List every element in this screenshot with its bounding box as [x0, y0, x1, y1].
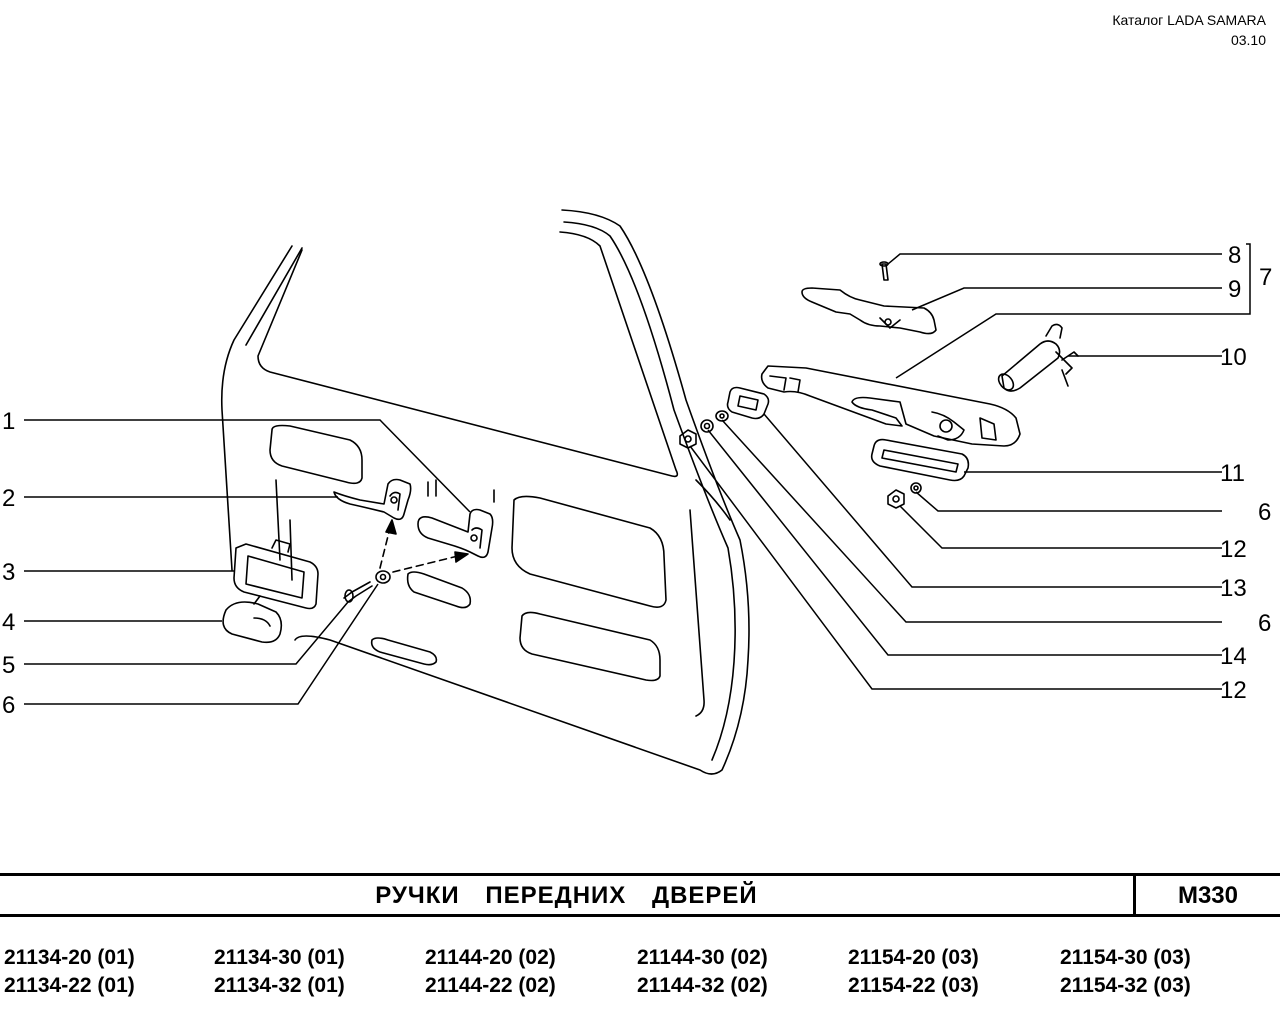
page-code: М330	[1177, 882, 1239, 909]
model-code: 21154-32 (03)	[1060, 974, 1191, 997]
model-code: 21134-30 (01)	[214, 946, 345, 969]
model-column: 21134-20 (01) 21134-22 (01)	[4, 944, 135, 1000]
model-column: 21154-20 (03) 21154-22 (03)	[848, 944, 979, 1000]
model-column: 21154-30 (03) 21154-32 (03)	[1060, 944, 1191, 1000]
model-code: 21134-20 (01)	[4, 946, 135, 969]
model-code: 21144-20 (02)	[425, 946, 556, 969]
model-code: 21154-20 (03)	[848, 946, 979, 969]
page-title: РУЧКИ ПЕРЕДНИХ ДВЕРЕЙ	[375, 882, 758, 909]
model-code: 21134-32 (01)	[214, 974, 345, 997]
callout-6-left: 6	[2, 692, 15, 719]
model-code: 21154-30 (03)	[1060, 946, 1191, 969]
footer-divider	[1133, 876, 1136, 914]
callout-5: 5	[2, 652, 15, 679]
callout-10: 10	[1220, 344, 1247, 371]
model-column: 21144-30 (02) 21144-32 (02)	[637, 944, 768, 1000]
model-code: 21144-32 (02)	[637, 974, 768, 997]
callout-6-r2: 6	[1258, 610, 1271, 637]
assembly-arrows	[379, 527, 459, 573]
washer-left	[375, 570, 391, 584]
callouts-right: 8 9 7 10 11 6 12 13 6 14 12	[1220, 242, 1272, 704]
model-code: 21134-22 (01)	[4, 974, 135, 997]
callout-2: 2	[2, 485, 15, 512]
gasket-large	[870, 438, 970, 482]
model-code: 21154-22 (03)	[848, 974, 979, 997]
outer-handle	[760, 365, 1021, 447]
callout-13: 13	[1220, 575, 1247, 602]
callout-7: 7	[1259, 264, 1272, 291]
callout-6-r1: 6	[1258, 499, 1271, 526]
lever	[801, 287, 937, 335]
footer-bar: РУЧКИ ПЕРЕДНИХ ДВЕРЕЙ М330	[0, 873, 1280, 917]
model-column: 21134-30 (01) 21134-32 (01)	[214, 944, 345, 1000]
handle-frame	[233, 539, 319, 610]
callout-1: 1	[2, 408, 15, 435]
callout-3: 3	[2, 559, 15, 586]
lock-cylinder	[997, 323, 1079, 392]
inner-handle-left	[333, 478, 412, 521]
parts-diagram: 1 2 3 4 5 6 8 9 7 10 11 6 12 13 6 14 12	[2, 209, 1272, 775]
screw	[343, 581, 373, 603]
washer-14	[715, 410, 729, 422]
door-panel	[220, 209, 750, 775]
callouts-left: 1 2 3 4 5 6	[2, 408, 15, 719]
washer-6-mid	[700, 419, 714, 433]
model-code: 21144-22 (02)	[425, 974, 556, 997]
callout-12-r2: 12	[1220, 677, 1247, 704]
callout-9: 9	[1228, 276, 1241, 303]
gasket-small	[726, 386, 770, 420]
callout-14: 14	[1220, 643, 1247, 670]
inner-handle-right	[417, 508, 494, 559]
leader-lines	[24, 243, 1251, 705]
callout-12-r1: 12	[1220, 536, 1247, 563]
callout-11: 11	[1220, 460, 1245, 487]
catalog-date: 03.10	[1230, 32, 1266, 48]
model-column: 21144-20 (02) 21144-22 (02)	[425, 944, 556, 1000]
nut-12-lower	[679, 429, 697, 449]
catalog-title: Каталог LADA SAMARA	[1112, 12, 1266, 28]
pin	[879, 261, 889, 281]
nut-12-upper	[887, 489, 905, 509]
washer-6-right	[910, 482, 922, 494]
callout-4: 4	[2, 609, 15, 636]
model-code: 21144-30 (02)	[637, 946, 768, 969]
handle-cap	[222, 595, 283, 644]
callout-8: 8	[1228, 242, 1241, 269]
